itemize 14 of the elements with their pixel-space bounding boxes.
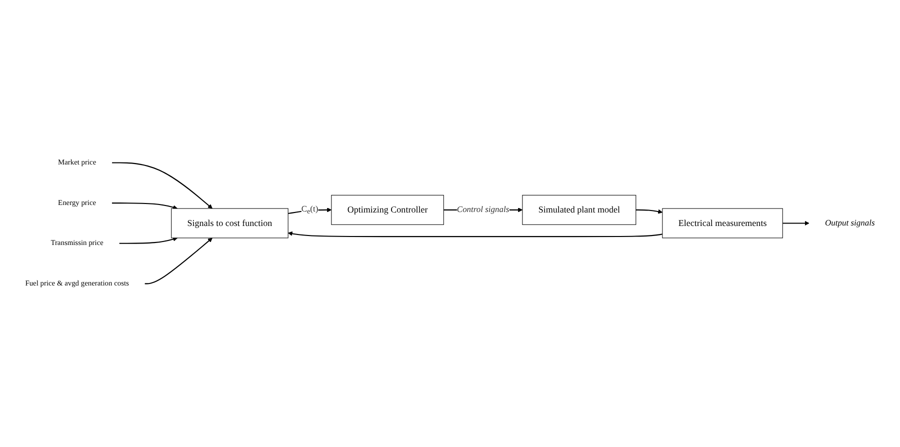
node-box — [662, 208, 783, 238]
node-box — [522, 195, 636, 226]
arrow — [288, 232, 663, 238]
node-box — [171, 208, 288, 238]
arrow — [119, 237, 178, 244]
edge-label: C$_{e}$(t) — [301, 204, 318, 216]
node-box — [331, 195, 444, 226]
node-text: Output signals — [825, 218, 875, 228]
arrow — [636, 210, 663, 214]
arrow — [112, 162, 212, 209]
arrow — [782, 221, 810, 226]
arrow — [144, 238, 212, 284]
arrow — [112, 202, 178, 210]
edge-label: Control signals — [456, 205, 510, 214]
